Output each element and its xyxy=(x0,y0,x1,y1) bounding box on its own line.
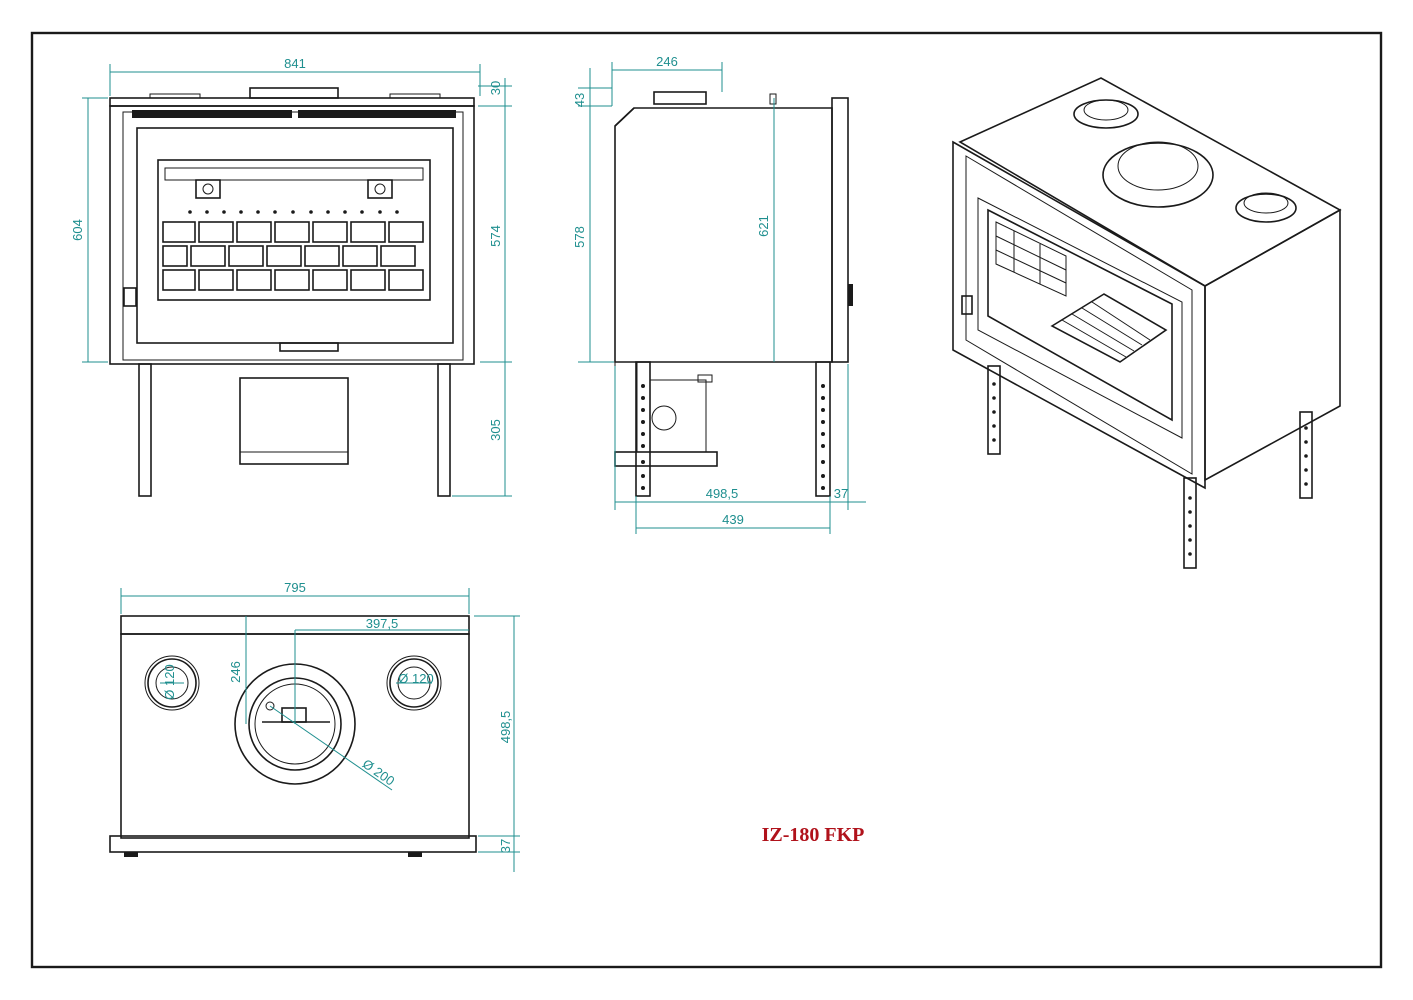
dim-front-leg-height: 305 xyxy=(488,419,503,441)
dim-side-front-frame: 37 xyxy=(834,486,848,501)
dim-top-width: 795 xyxy=(284,580,306,595)
dim-front-width: 841 xyxy=(284,56,306,71)
dim-top-left-duct-diameter: Ø 120 xyxy=(162,664,177,699)
dim-side-top-offset: 43 xyxy=(572,93,587,107)
dim-side-flue-offset: 246 xyxy=(656,54,678,69)
front-view xyxy=(109,87,475,497)
front-view-dimensions xyxy=(82,64,512,497)
dim-side-height-621: 621 xyxy=(756,215,771,237)
dim-front-body-height: 574 xyxy=(488,225,503,247)
side-view xyxy=(614,91,853,497)
top-view-dimensions xyxy=(120,588,520,872)
dim-side-height-578: 578 xyxy=(572,226,587,248)
dim-side-leg-depth: 439 xyxy=(722,512,744,527)
model-label: IZ-180 FKP xyxy=(762,824,865,846)
dim-top-right-duct-diameter: Ø 120 xyxy=(398,671,433,686)
dim-top-half-width: 397,5 xyxy=(366,616,399,631)
top-view xyxy=(109,615,477,857)
dim-front-top-offset: 30 xyxy=(488,81,503,95)
drawing-frame xyxy=(30,31,1383,969)
isometric-view xyxy=(952,77,1342,569)
dim-top-depth: 498,5 xyxy=(498,711,513,744)
dim-top-flue-offset: 246 xyxy=(228,661,243,683)
dim-top-main-flue-diameter: Ø 200 xyxy=(360,756,398,789)
dim-top-front-frame: 37 xyxy=(498,839,513,853)
side-view-dimensions xyxy=(578,62,866,534)
dim-side-depth: 498,5 xyxy=(706,486,739,501)
dim-front-total-height: 604 xyxy=(70,219,85,241)
